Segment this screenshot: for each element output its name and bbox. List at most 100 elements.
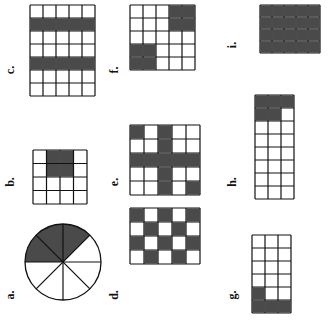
shaded-cell [261,6,272,17]
shaded-cell [131,154,144,167]
grid-line [130,30,195,31]
shaded-cell [57,58,69,70]
grid-line [33,203,87,204]
grid-line [130,221,200,222]
grid-line [171,125,172,195]
grid-line [252,312,291,313]
panel-letter: d. [108,290,120,300]
shaded-cell [187,182,200,195]
shaded-cell [145,251,158,264]
grid-line [255,159,294,160]
shaded-cell [253,301,265,313]
grid-line [185,125,186,195]
grid-line [252,286,291,287]
grid-line [55,5,56,96]
shaded-cell [309,18,320,29]
grid-line [194,5,195,70]
grid-line [130,69,195,70]
grid-line [252,273,291,274]
shaded-cell [309,30,320,41]
shaded-cell [187,209,200,222]
shaded-cell [31,58,43,70]
grid-line [33,176,87,177]
shaded-cell [57,19,69,31]
grid-line [30,17,95,18]
panel-letter: e. [108,178,120,186]
shaded-cell [159,168,172,181]
shaded-cell [273,18,284,29]
panel-letter: b. [4,177,16,187]
shaded-cell [159,154,172,167]
grid-line [155,5,156,70]
grid-line [129,125,130,195]
shaded-cell [173,251,186,264]
grid-line [252,299,291,300]
grid-line [143,125,144,195]
shaded-cell [173,154,186,167]
shaded-cell [309,6,320,17]
grid-line [30,56,95,57]
shaded-cell [47,151,60,164]
grid-line [94,5,95,96]
shaded-cell [273,42,284,53]
grid-line [130,249,200,250]
shaded-cell [170,6,182,18]
grid-line [168,5,169,70]
shaded-cell [297,30,308,41]
shaded-cell [309,42,320,53]
grid-line [255,172,294,173]
shaded-cell [256,96,268,108]
grid-line [130,235,200,236]
grid-line [255,107,294,108]
shaded-cell [285,42,296,53]
grid-line [255,120,294,121]
shaded-cell [269,96,281,108]
grid-line [157,125,158,195]
grid-line [30,69,95,70]
grid-line [255,198,294,199]
grid-line [260,40,320,41]
shaded-cell [131,237,144,250]
shaded-cell [282,96,294,108]
grid-line [252,247,291,248]
grid-line [130,207,200,208]
shaded-cell [61,151,74,164]
shaded-cell [70,58,82,70]
shaded-cell [131,45,143,57]
grid-line [130,166,200,167]
grid-line [142,5,143,70]
shaded-cell [173,223,186,236]
shaded-cell [144,58,156,70]
shaded-cell [261,42,272,53]
grid-line [30,82,95,83]
grid-line [81,5,82,96]
grid-line [30,4,95,5]
shaded-cell [183,6,195,18]
shaded-cell [266,301,278,313]
shaded-cell [44,58,56,70]
grid-line [252,234,291,235]
grid-line [130,43,195,44]
shaded-cell [279,301,291,313]
shaded-cell [261,30,272,41]
panel-letter: c. [4,66,16,74]
shaded-cell [144,45,156,57]
shaded-cell [83,19,95,31]
shaded-cell [131,58,143,70]
grid-line [130,263,200,264]
shaded-cell [269,109,281,121]
grid-line [130,4,195,5]
sector-line [36,235,90,289]
grid-line [130,138,200,139]
grid-line [260,52,320,53]
grid-line [199,125,200,195]
grid-line [30,30,95,31]
shaded-cell [273,30,284,41]
shaded-cell [31,19,43,31]
grid-line [130,152,200,153]
grid-line [130,56,195,57]
grid-line [29,5,30,96]
grid-line [42,5,43,96]
shaded-sector [36,224,63,262]
